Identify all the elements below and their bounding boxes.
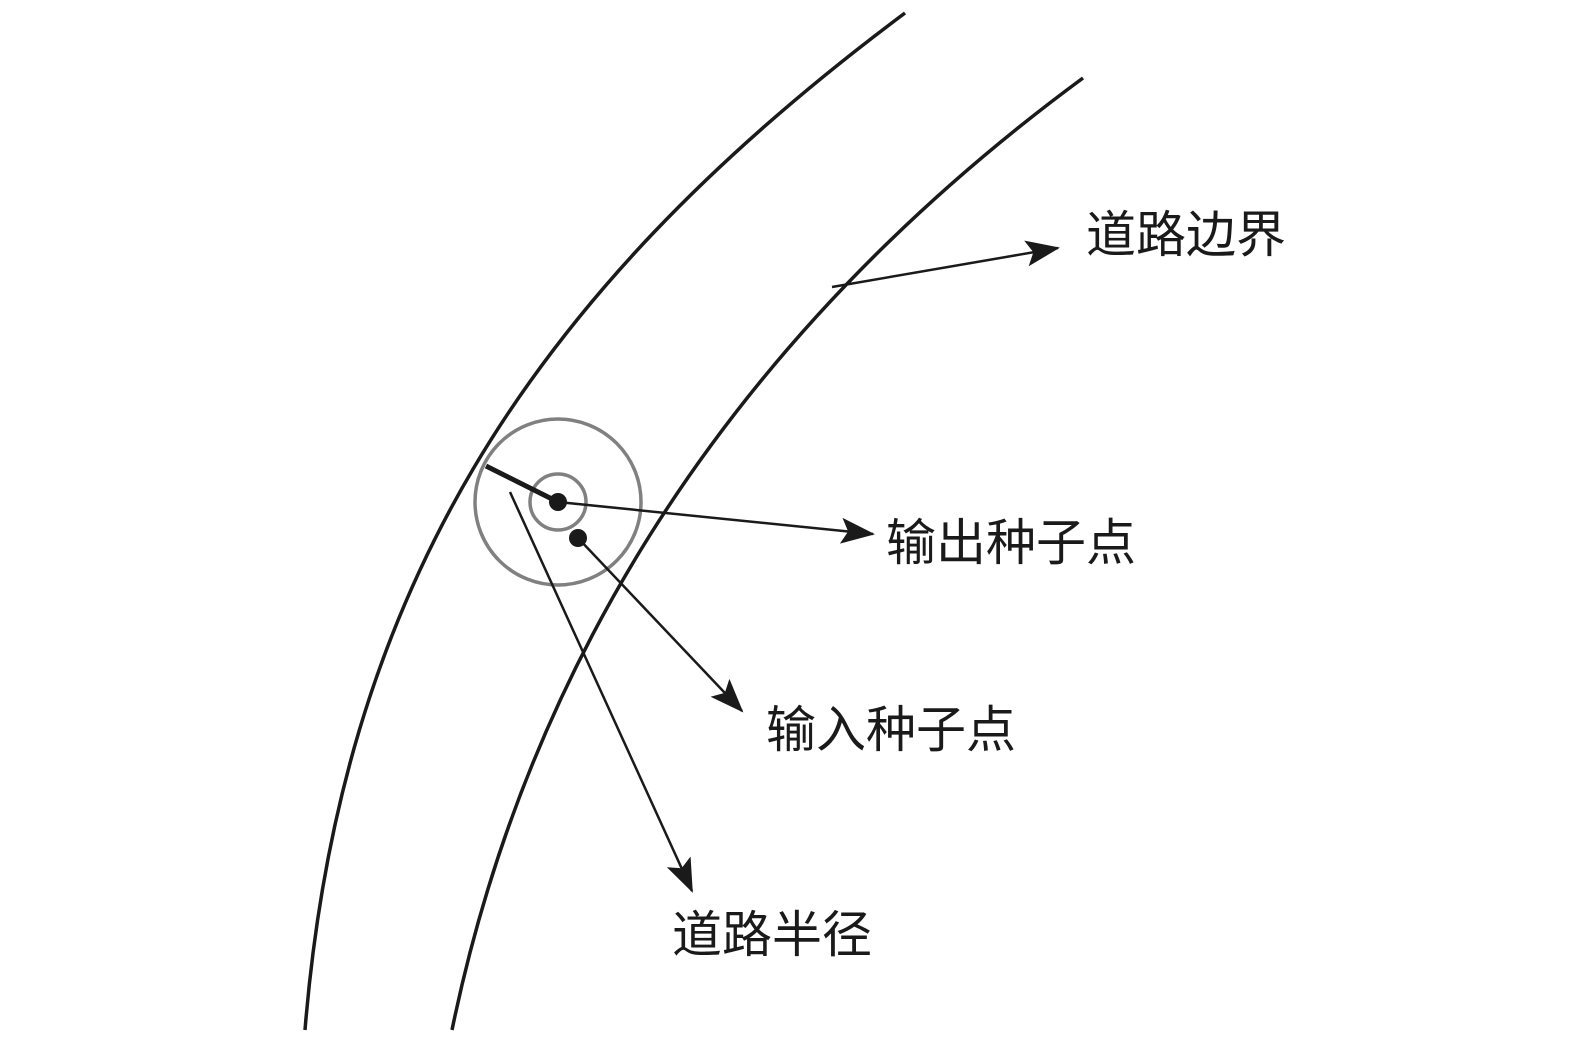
road-boundary-inner (450, 76, 1085, 1031)
road-boundary-outer (303, 11, 907, 1031)
output-seed-label: 输出种子点 (886, 514, 1136, 572)
input-seed-label: 输入种子点 (766, 701, 1016, 759)
road-boundary-arrow (831, 240, 1060, 289)
output-seed-arrow (557, 500, 875, 544)
input-seed-arrow (577, 537, 744, 713)
road-radius-circle (473, 417, 643, 587)
road-radius-arrow (508, 491, 694, 893)
road-boundary-label: 道路边界 (1086, 206, 1286, 264)
seed-inner-circle (528, 472, 588, 532)
road-radius-label: 道路半径 (672, 906, 872, 964)
radius-segment (484, 463, 560, 505)
